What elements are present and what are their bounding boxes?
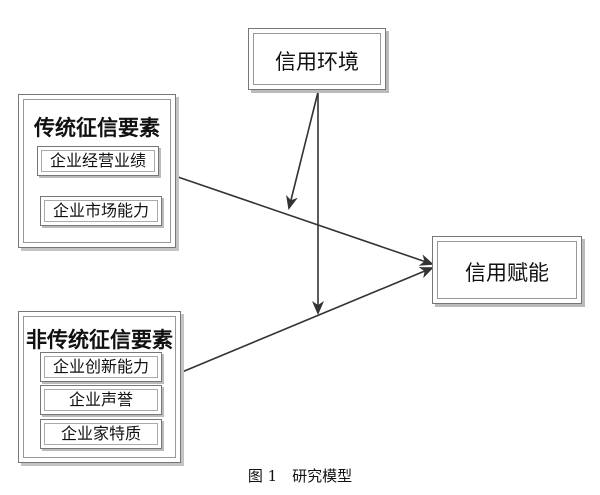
factor-item: 企业经营业绩 [37, 146, 159, 176]
node-credit-environment-inner-border [253, 33, 381, 85]
group-traditional-factors-title: 传统征信要素 [34, 115, 160, 140]
node-credit-empowerment-inner-border [437, 241, 577, 299]
node-credit-environment: 信用环境 [248, 28, 386, 90]
factor-item-label: 企业声誉 [68, 390, 133, 409]
arrow-traditional-to-empowerment [174, 175, 434, 266]
factor-item: 企业创新能力 [40, 352, 162, 382]
factor-item: 企业声誉 [40, 385, 162, 415]
arrow-nontraditional-to-empowerment [181, 267, 434, 373]
factor-item: 企业家特质 [40, 419, 162, 449]
figure-caption: 图 1 研究模型 [247, 467, 353, 485]
factor-item-label: 企业经营业绩 [49, 151, 146, 170]
factor-item-label: 企业家特质 [60, 424, 141, 443]
group-traditional-factors-inner-border [23, 99, 171, 243]
node-credit-empowerment-label: 信用赋能 [465, 261, 549, 285]
node-credit-environment-label: 信用环境 [275, 50, 359, 74]
arrow-environment-to-moderation-upper [286, 91, 319, 210]
factor-item-label: 企业创新能力 [52, 357, 149, 376]
factor-item: 企业市场能力 [40, 196, 162, 226]
factor-item-label: 企业市场能力 [52, 201, 149, 220]
group-nontraditional-factors-inner-border [23, 316, 176, 458]
group-nontraditional-factors-title: 非传统征信要素 [26, 327, 173, 352]
node-credit-empowerment: 信用赋能 [432, 236, 582, 304]
